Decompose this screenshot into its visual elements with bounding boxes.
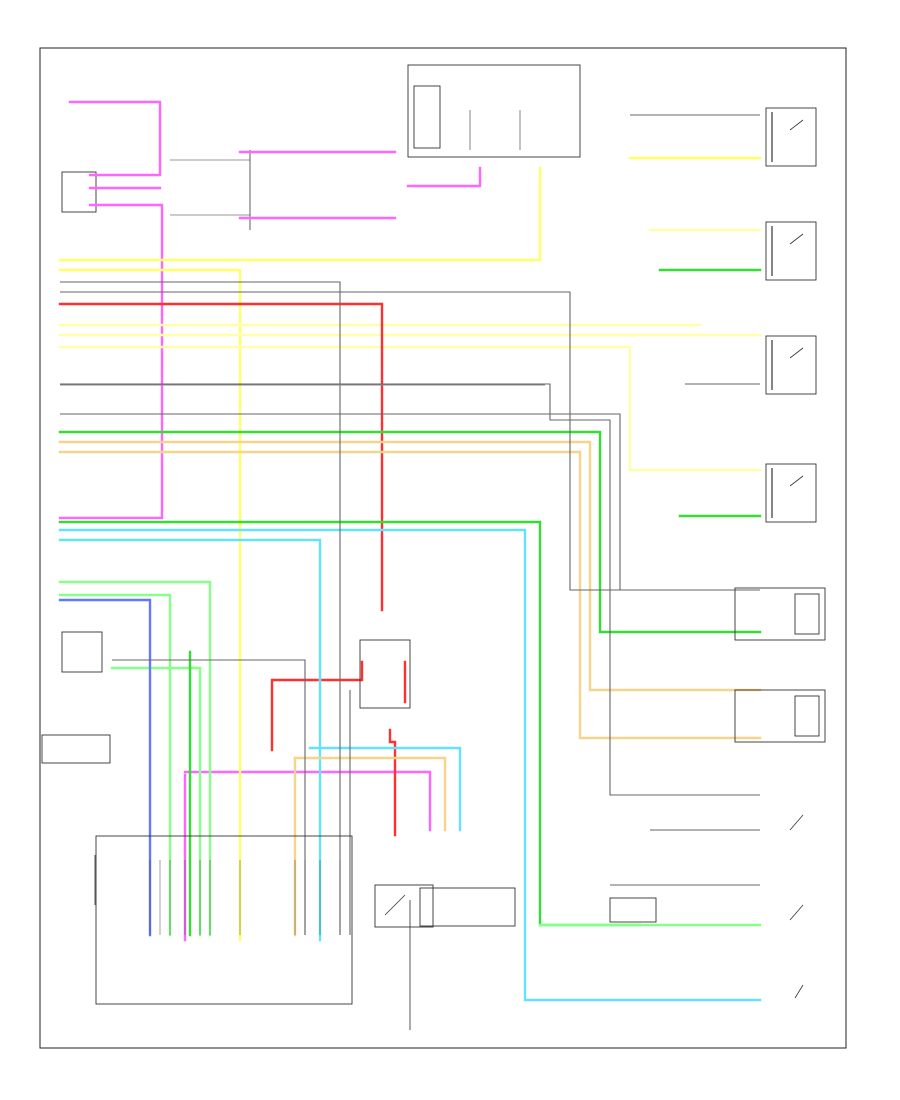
right-switch-5 — [789, 814, 804, 831]
tan-wire-group — [58, 440, 762, 937]
bottom-connector-pins — [149, 860, 341, 935]
right-switch-4 — [765, 463, 817, 523]
red-wire-group — [58, 302, 407, 837]
right-switch-7 — [794, 984, 804, 999]
right-sensor-2 — [734, 689, 826, 743]
right-switch-1 — [765, 107, 817, 167]
center-module-block — [170, 150, 251, 230]
blue-wire-group — [58, 598, 152, 937]
green-wire-group — [58, 268, 762, 937]
left-connector-module — [61, 171, 97, 213]
light-blue-wire-group — [58, 528, 762, 1002]
right-sensor-1 — [734, 587, 826, 641]
top-control-module — [407, 64, 581, 158]
yellow-wire-group — [58, 156, 762, 942]
right-switch-2 — [765, 221, 817, 281]
top-module-title — [498, 76, 499, 80]
pink-wire-group — [58, 100, 482, 942]
bottom-center-switch — [374, 884, 516, 928]
right-switch-6 — [789, 904, 804, 921]
lower-left-sensor — [41, 631, 111, 764]
center-junction-box — [359, 639, 411, 709]
diagram-frame — [39, 47, 847, 1049]
right-switch-3 — [765, 335, 817, 395]
lower-right-module — [609, 897, 657, 923]
bottom-main-connector — [95, 835, 353, 1005]
gray-wire-group — [60, 114, 760, 1030]
